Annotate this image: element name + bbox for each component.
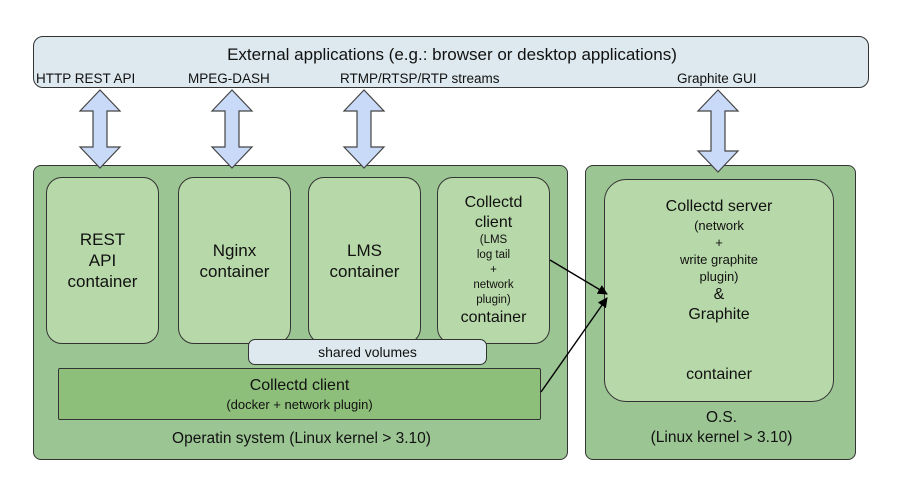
collectd-client-detail-2: log tail	[476, 249, 511, 261]
collectd-client-docker-subtitle: (docker + network plugin)	[226, 396, 373, 412]
right-os-label: O.S. (Linux kernel > 3.10)	[586, 408, 857, 448]
graphite-double-arrow	[696, 89, 740, 173]
external-applications-title: External applications (e.g.: browser or …	[227, 45, 677, 64]
collectd-server-detail-1: (network	[694, 217, 744, 233]
right-os-label-line-2: (Linux kernel > 3.10)	[650, 429, 793, 446]
collectd-server-detail-2: +	[715, 234, 723, 250]
docker-client-to-server-arrow	[540, 297, 608, 393]
right-os-label-line-1: O.S.	[705, 409, 737, 426]
collectd-client-detail-4: network	[473, 279, 514, 291]
collectd-client-footer: container	[460, 309, 527, 326]
rest-api-container-line-1: REST	[79, 230, 126, 249]
rest-api-container: REST API container	[46, 177, 159, 344]
nginx-container: Nginx container	[178, 177, 291, 344]
collectd-client-title-1: Collectd	[464, 194, 523, 211]
collectd-client-title-2: client	[474, 214, 513, 231]
rest-api-container-line-2: API	[88, 251, 117, 270]
rest-api-container-line-3: container	[67, 272, 138, 291]
collectd-client-to-server-arrow	[549, 259, 608, 295]
lms-container-line-2: container	[329, 261, 400, 281]
collectd-server-graphite: Graphite	[688, 305, 750, 323]
collectd-client-detail-1: (LMS	[479, 234, 508, 246]
shared-volumes-label: shared volumes	[318, 344, 417, 360]
http-rest-api-label: HTTP REST API	[36, 71, 136, 86]
nginx-container-line-1: Nginx	[212, 240, 257, 260]
rtmp-double-arrow	[342, 89, 386, 169]
collectd-server-amp: &	[713, 285, 725, 303]
lms-container: LMS container	[308, 177, 421, 344]
mpeg-dash-label: MPEG-DASH	[188, 71, 270, 86]
dash-double-arrow	[210, 89, 254, 169]
collectd-server-footer: container	[686, 365, 752, 383]
collectd-client-container: Collectd client (LMS log tail + network …	[437, 177, 550, 344]
collectd-client-detail-3: +	[490, 264, 497, 276]
lms-container-line-1: LMS	[347, 240, 382, 260]
rtmp-streams-label: RTMP/RTSP/RTP streams	[340, 71, 500, 86]
http-double-arrow	[78, 89, 122, 169]
collectd-server-container: Collectd server (network + write graphit…	[604, 179, 834, 402]
external-applications-box: External applications (e.g.: browser or …	[33, 36, 869, 88]
collectd-server-title: Collectd server	[665, 197, 773, 215]
collectd-client-detail-5: plugin)	[476, 294, 511, 306]
graphite-gui-label: Graphite GUI	[677, 71, 757, 86]
collectd-server-detail-4: plugin)	[699, 268, 739, 284]
shared-volumes-box: shared volumes	[248, 339, 487, 365]
collectd-client-docker-title: Collectd client	[249, 376, 350, 394]
collectd-client-docker-bar: Collectd client (docker + network plugin…	[58, 368, 541, 420]
nginx-container-line-2: container	[199, 261, 270, 281]
collectd-server-detail-3: write graphite	[679, 251, 759, 267]
left-os-label: Operatin system (Linux kernel > 3.10)	[172, 430, 431, 447]
